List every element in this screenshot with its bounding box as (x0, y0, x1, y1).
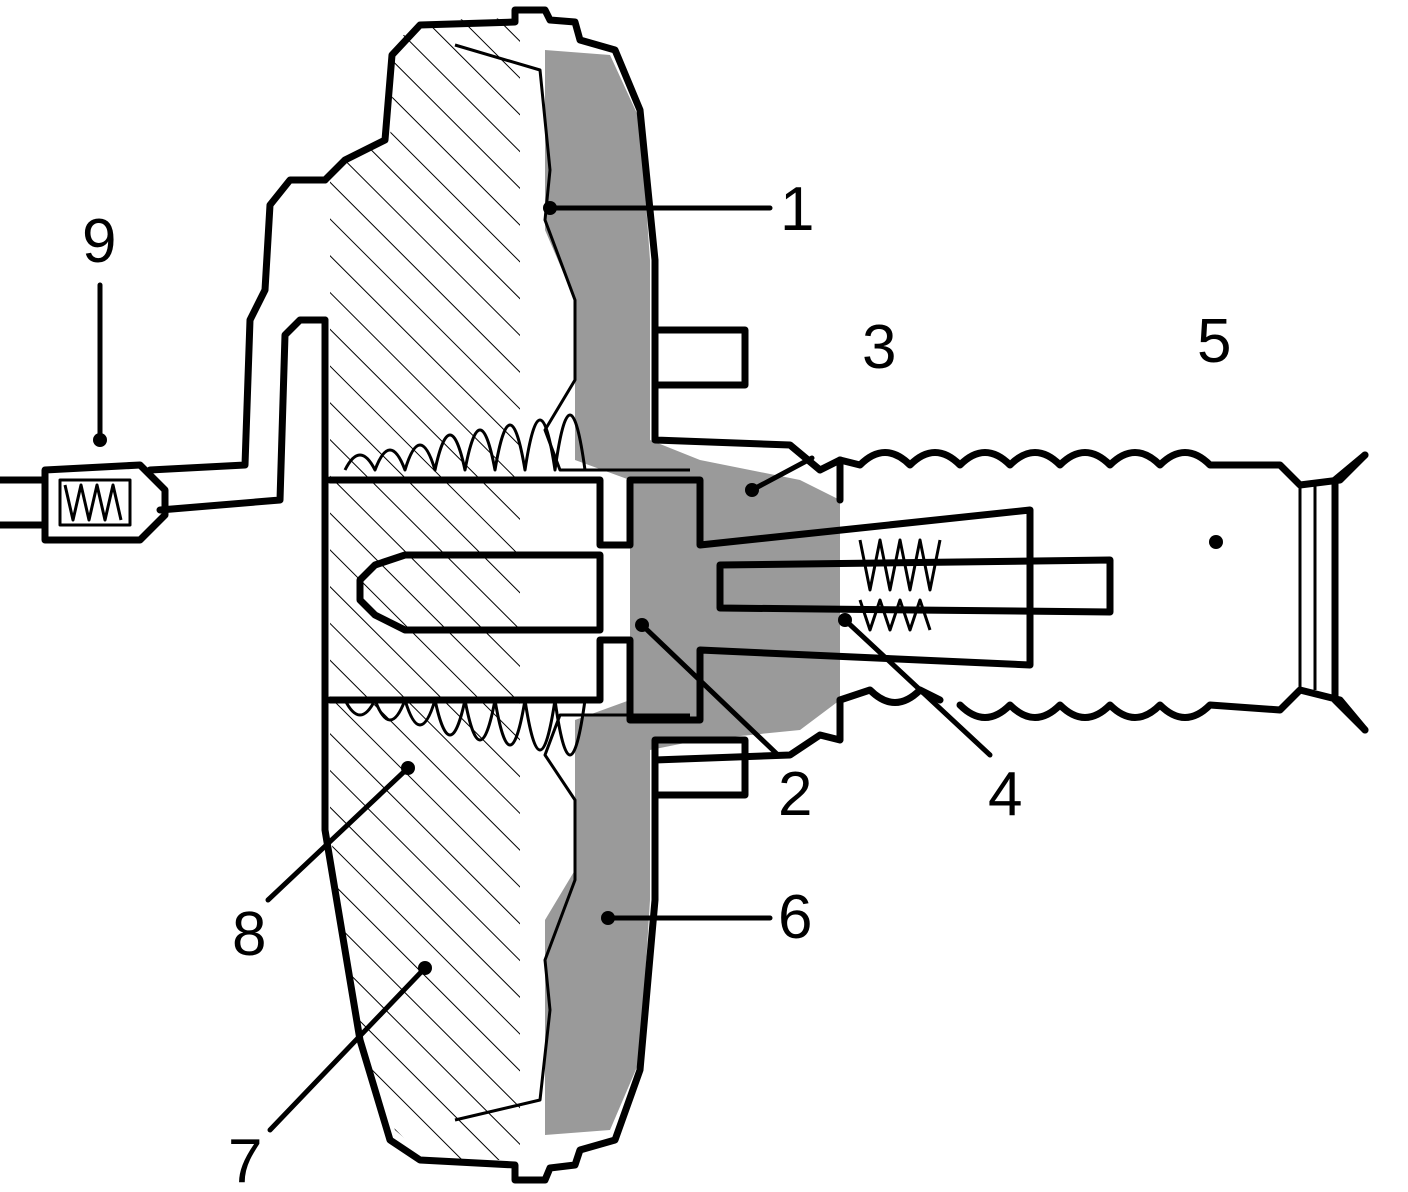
callout-4: 4 (988, 760, 1022, 829)
check-valve (41, 461, 169, 544)
leader-8 (265, 765, 411, 903)
callout-2: 2 (778, 760, 812, 829)
mounting-stud-upper (651, 326, 749, 389)
leader-4 (842, 617, 993, 758)
callout-labels: 1 2 3 4 5 6 7 8 9 (82, 175, 1231, 1192)
callout-8: 8 (232, 900, 266, 969)
callout-1: 1 (780, 175, 814, 244)
callout-7: 7 (228, 1127, 262, 1192)
booster-housing (321, 6, 844, 1184)
callout-6: 6 (778, 883, 812, 952)
return-spring (343, 413, 587, 757)
push-rod-assembly (326, 476, 1114, 724)
leader-7 (267, 965, 428, 1133)
working-chamber-shading (545, 50, 840, 1135)
mounting-stud-lower (651, 736, 749, 799)
callout-5: 5 (1197, 307, 1231, 376)
vacuum-hose (0, 176, 329, 544)
leaders (93, 201, 1223, 1133)
vacuum-chamber (330, 18, 520, 1160)
leader-2 (639, 622, 781, 758)
callout-3: 3 (862, 313, 896, 382)
check-valve-spring (63, 483, 123, 522)
callout-9: 9 (82, 207, 116, 276)
input-rod (716, 556, 1114, 616)
valve-spring (858, 538, 942, 592)
master-cylinder-rod (356, 551, 604, 634)
leader-3 (749, 455, 815, 493)
